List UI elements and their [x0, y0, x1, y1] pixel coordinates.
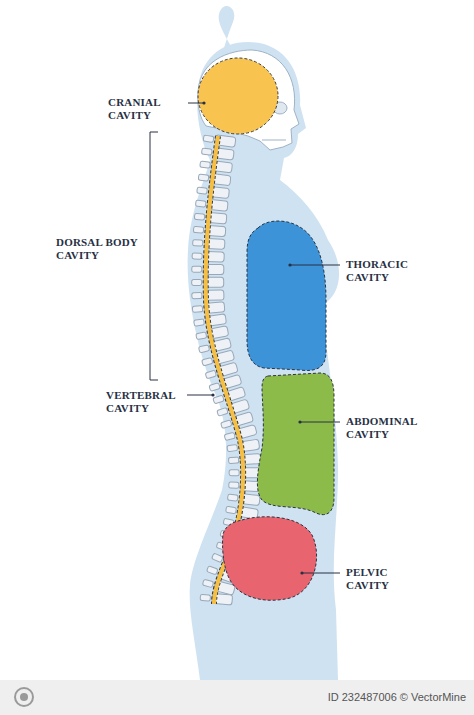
pelvic-leader	[302, 573, 340, 574]
leader-lines	[150, 103, 340, 573]
skull	[198, 50, 299, 150]
credit-text: ID 232487006 © VectorMine	[328, 690, 466, 704]
pelvic-cavity-shape	[223, 517, 317, 600]
dorsal-bracket	[150, 132, 158, 380]
cavity-label: THORACIC CAVITY	[346, 258, 426, 284]
cavity-label: VERTEBRAL CAVITY	[106, 389, 184, 415]
group-label: DORSAL BODY CAVITY	[56, 236, 144, 262]
stock-logo	[15, 688, 33, 706]
leader-dots	[202, 101, 303, 574]
thoracic-cavity-shape	[247, 221, 326, 370]
abdominal-cavity-shape	[257, 373, 334, 515]
thoracic-leader	[290, 265, 340, 266]
vertebral-leader	[187, 395, 213, 396]
cavity-label: PELVIC CAVITY	[346, 566, 418, 592]
teeth-line	[262, 140, 286, 141]
cranial-leader	[188, 103, 204, 104]
cranial-cavity-shape	[198, 58, 278, 134]
credit-bar	[0, 680, 474, 715]
abdominal-leader	[300, 422, 340, 423]
body-silhouette	[188, 42, 339, 680]
cavity-label: ABDOMINAL CAVITY	[346, 415, 436, 441]
cavity-label: CRANIAL CAVITY	[108, 96, 184, 122]
